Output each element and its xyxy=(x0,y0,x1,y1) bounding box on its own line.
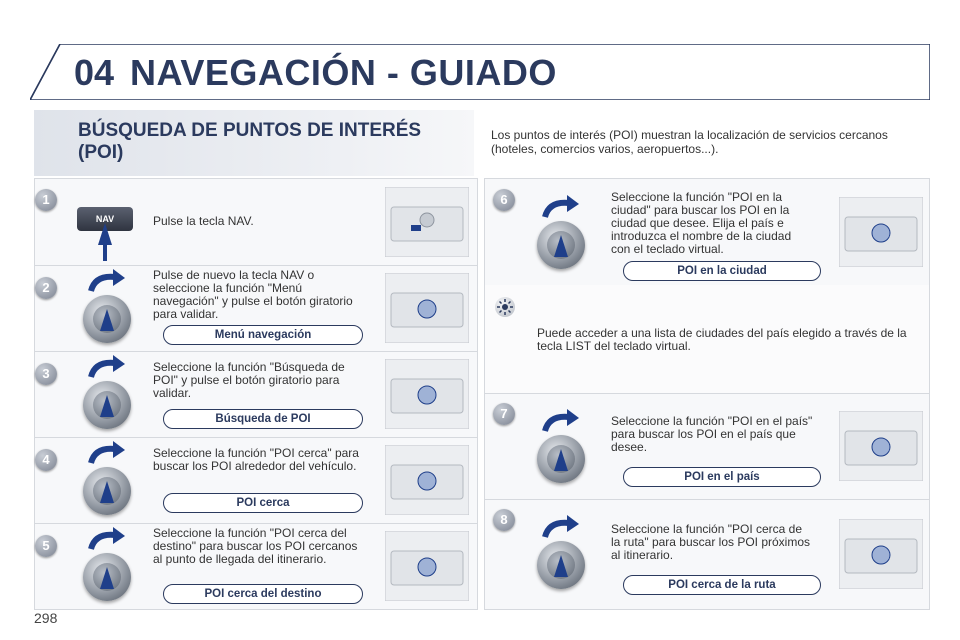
step-text-5: Seleccione la función "POI cerca del des… xyxy=(153,526,358,566)
radio-panel-icon xyxy=(839,519,923,589)
press-arrow-icon xyxy=(100,395,114,417)
page-title: NAVEGACIÓN - GUIADO xyxy=(130,52,557,93)
press-arrow-icon xyxy=(554,555,568,577)
radio-panel-icon xyxy=(385,445,469,515)
radio-panel-icon xyxy=(385,359,469,429)
turn-arrow-icon xyxy=(88,355,125,378)
press-arrow-icon xyxy=(98,223,112,245)
turn-arrow-icon xyxy=(88,527,125,550)
step-badge-3: 3 xyxy=(35,363,57,385)
turn-arrow-icon xyxy=(542,195,579,218)
section-title: BÚSQUEDA DE PUNTOS DE INTERÉS (POI) xyxy=(78,120,422,163)
poi-cerca-destino-button[interactable]: POI cerca del destino xyxy=(163,584,363,604)
poi-en-la-ciudad-button[interactable]: POI en la ciudad xyxy=(623,261,821,281)
page-number: 298 xyxy=(34,610,58,626)
step-text-6: Seleccione la función "POI en la ciudad"… xyxy=(611,190,792,256)
press-arrow-icon xyxy=(100,481,114,503)
step-row-8: 8 Seleccione la función "POI cerca de la… xyxy=(485,499,929,609)
press-arrow-icon xyxy=(554,235,568,257)
step-row-6: 6 Seleccione la función "POI en la ciuda… xyxy=(485,179,929,286)
step-text-3: Seleccione la función "Búsqueda de POI" … xyxy=(153,360,345,400)
turn-arrow-icon xyxy=(88,441,125,464)
menu-navegacion-button[interactable]: Menú navegación xyxy=(163,325,363,345)
step-row-1: 1 NAV Pulse la tecla NAV. xyxy=(35,179,477,266)
busqueda-poi-button[interactable]: Búsqueda de POI xyxy=(163,409,363,429)
step-text-1: Pulse la tecla NAV. xyxy=(153,214,254,228)
press-arrow-icon xyxy=(554,449,568,471)
step-row-4: 4 Seleccione la función "POI cerca" para… xyxy=(35,437,477,524)
press-arrow-icon xyxy=(100,567,114,589)
poi-cerca-ruta-button[interactable]: POI cerca de la ruta xyxy=(623,575,821,595)
radio-panel-icon xyxy=(839,411,923,481)
press-arrow-icon xyxy=(100,309,114,331)
step-badge-5: 5 xyxy=(35,535,57,557)
step-row-2: 2 Pulse de nuevo la tecla NAV o seleccio… xyxy=(35,265,477,352)
turn-arrow-icon xyxy=(542,515,579,538)
header-bar xyxy=(30,44,930,100)
intro-text: Los puntos de interés (POI) muestran la … xyxy=(491,128,888,156)
step-badge-7: 7 xyxy=(493,403,515,425)
step-text-4: Seleccione la función "POI cerca" para b… xyxy=(153,446,359,473)
section-header-box xyxy=(34,110,474,176)
sun-tip-icon xyxy=(495,297,515,317)
turn-arrow-icon xyxy=(542,409,579,432)
step-row-5: 5 Seleccione la función "POI cerca del d… xyxy=(35,523,477,609)
right-steps-panel: 6 Seleccione la función "POI en la ciuda… xyxy=(484,178,930,610)
step-text-8: Seleccione la función "POI cerca de la r… xyxy=(611,522,811,562)
step-text-2: Pulse de nuevo la tecla NAV o seleccione… xyxy=(153,268,353,321)
step-badge-4: 4 xyxy=(35,449,57,471)
radio-panel-icon xyxy=(385,187,469,257)
step-badge-2: 2 xyxy=(35,277,57,299)
chapter-number: 04 xyxy=(74,52,115,93)
step-badge-8: 8 xyxy=(493,509,515,531)
tip-row: Puede acceder a una lista de ciudades de… xyxy=(485,285,929,394)
poi-en-el-pais-button[interactable]: POI en el país xyxy=(623,467,821,487)
poi-cerca-button[interactable]: POI cerca xyxy=(163,493,363,513)
step-row-3: 3 Seleccione la función "Búsqueda de POI… xyxy=(35,351,477,438)
press-arrow-stem xyxy=(103,243,107,261)
left-steps-panel: 1 NAV Pulse la tecla NAV. 2 Pulse de nue… xyxy=(34,178,478,610)
radio-panel-icon xyxy=(385,273,469,343)
radio-panel-icon xyxy=(839,197,923,267)
radio-panel-icon xyxy=(385,531,469,601)
step-row-7: 7 Seleccione la función "POI en el país"… xyxy=(485,393,929,500)
step-text-7: Seleccione la función "POI en el país" p… xyxy=(611,414,813,454)
turn-arrow-icon xyxy=(88,269,125,292)
step-badge-6: 6 xyxy=(493,189,515,211)
step-badge-1: 1 xyxy=(35,189,57,211)
tip-text: Puede acceder a una lista de ciudades de… xyxy=(537,326,907,353)
